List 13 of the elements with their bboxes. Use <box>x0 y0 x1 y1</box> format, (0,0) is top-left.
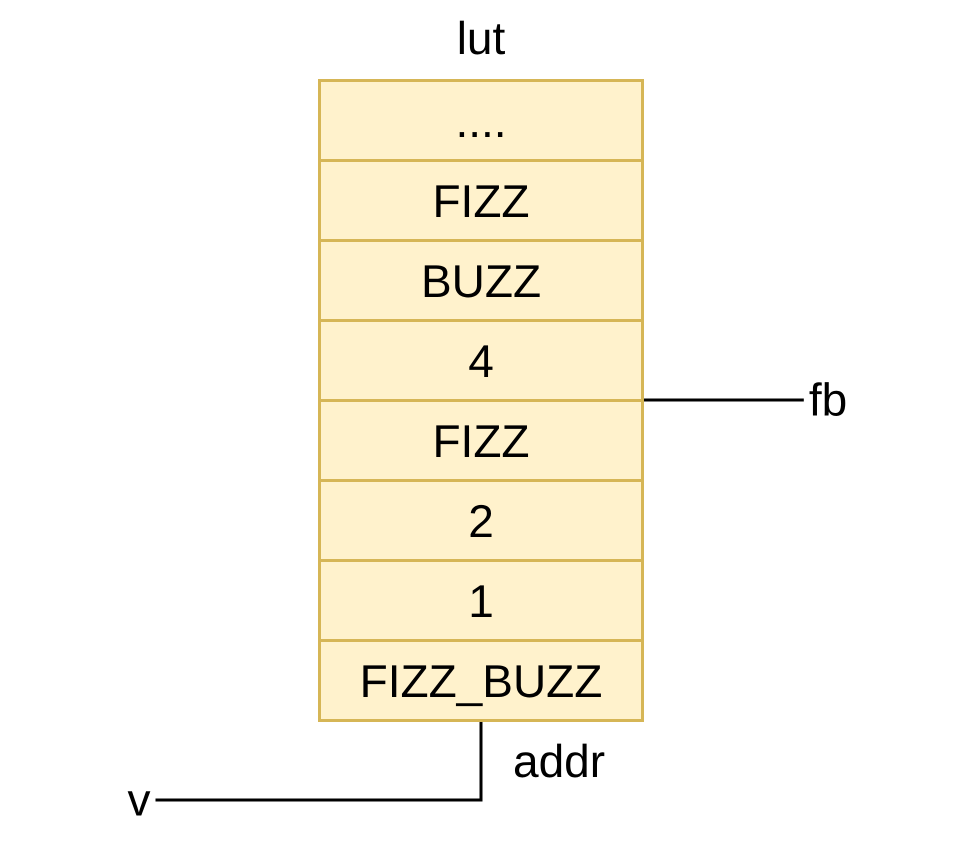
connector-line <box>644 398 804 402</box>
lookup-table-cell: 1 <box>318 559 644 642</box>
table-title: lut <box>456 11 506 66</box>
lookup-table-cell: 2 <box>318 479 644 562</box>
lookup-table-cell: .... <box>318 79 644 162</box>
lookup-table-cell: FIZZ_BUZZ <box>318 639 644 722</box>
lookup-table-cell: BUZZ <box>318 239 644 322</box>
connector-line <box>156 722 482 802</box>
signal-label: fb <box>804 374 852 426</box>
signal-label: v <box>122 774 156 826</box>
lookup-table-cell: 4 <box>318 319 644 402</box>
lookup-table-cell: FIZZ <box>318 159 644 242</box>
lookup-table-cell: FIZZ <box>318 399 644 482</box>
